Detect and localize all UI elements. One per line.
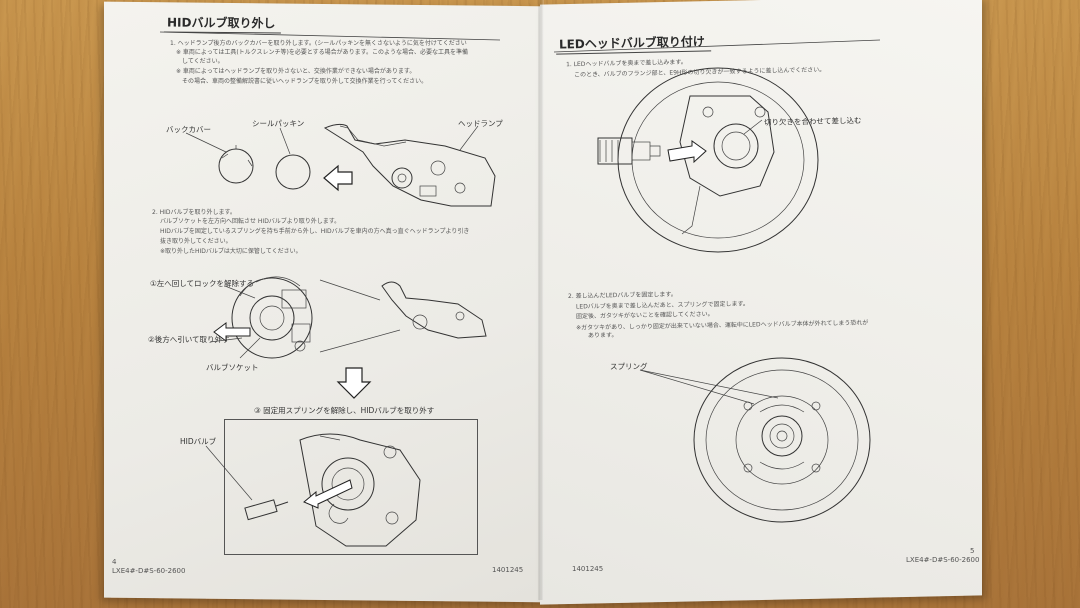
- seal-packing-label: シールパッキン: [252, 119, 305, 128]
- back-cover-label: バックカバー: [166, 125, 211, 134]
- left-step2-line: ※取り外したHIDバルブは大切に保管してください。: [160, 248, 302, 255]
- spring-label: スプリング: [610, 362, 648, 371]
- spring-release-drawing: [205, 433, 421, 547]
- left-step1-line: ※ 車両によっては工具(トルクスレンチ等)を必要とする場合があります。このような…: [176, 49, 469, 56]
- right-doc-code: LXE4#-D#S-60-2600: [906, 556, 980, 564]
- back-cover-drawing: [185, 132, 254, 184]
- callout-unlock: ①左へ回してロックを解除する: [150, 279, 254, 288]
- detail-frame: [224, 419, 478, 555]
- left-step2-line: 2. HIDバルブを取り外します。: [152, 209, 236, 216]
- left-print-code: 1401245: [492, 566, 524, 574]
- headlamp-label: ヘッドランプ: [458, 119, 503, 128]
- bulb-socket-label: バルブソケット: [206, 363, 259, 372]
- seal-packing-drawing: [275, 127, 311, 190]
- callout-release-spring: ③ 固定用スプリングを解除し、HIDバルブを取り外す: [254, 406, 435, 415]
- headlamp-drawing: [323, 123, 496, 207]
- right-print-code: 1401245: [572, 565, 604, 573]
- socket-closeup-drawing: [209, 276, 401, 359]
- arrow-left-icon: [323, 164, 353, 192]
- left-step1-line: 1. ヘッドランプ後方のバックカバーを取り外します。(シールパッキンを無くさない…: [170, 40, 467, 47]
- left-step2-line: HIDバルブを固定しているスプリングを持ち手前から外し、HIDバルブを車内の方へ…: [160, 228, 470, 235]
- spring-fixing-drawing: [639, 357, 871, 523]
- center-fold: [538, 0, 544, 600]
- led-insert-drawing: [597, 67, 819, 253]
- callout-pull-back: ②後方へ引いて取り外す: [148, 335, 230, 344]
- left-step2-line: バルブソケットを左方向へ回転させ HIDバルブより取り外します。: [160, 218, 341, 225]
- right-page-number: 5: [970, 547, 975, 555]
- left-doc-code: LXE4#-D#S-60-2600: [112, 567, 186, 575]
- left-step2-line: 抜き取り外してください。: [160, 238, 232, 245]
- left-step1-line: してください。: [182, 58, 224, 65]
- left-page-number: 4: [112, 558, 117, 566]
- arrow-down-icon: [336, 367, 372, 399]
- left-step1-line: その場合、車両の整備解説書に従いヘッドランプを取り外して交換作業を行ってください…: [182, 78, 428, 85]
- hid-bulb-label: HIDバルブ: [180, 437, 217, 446]
- headlamp-small-drawing: [381, 281, 487, 339]
- left-step1-line: ※ 車両によってはヘッドランプを取り外さないと、交換作業ができない場合があります…: [176, 68, 416, 75]
